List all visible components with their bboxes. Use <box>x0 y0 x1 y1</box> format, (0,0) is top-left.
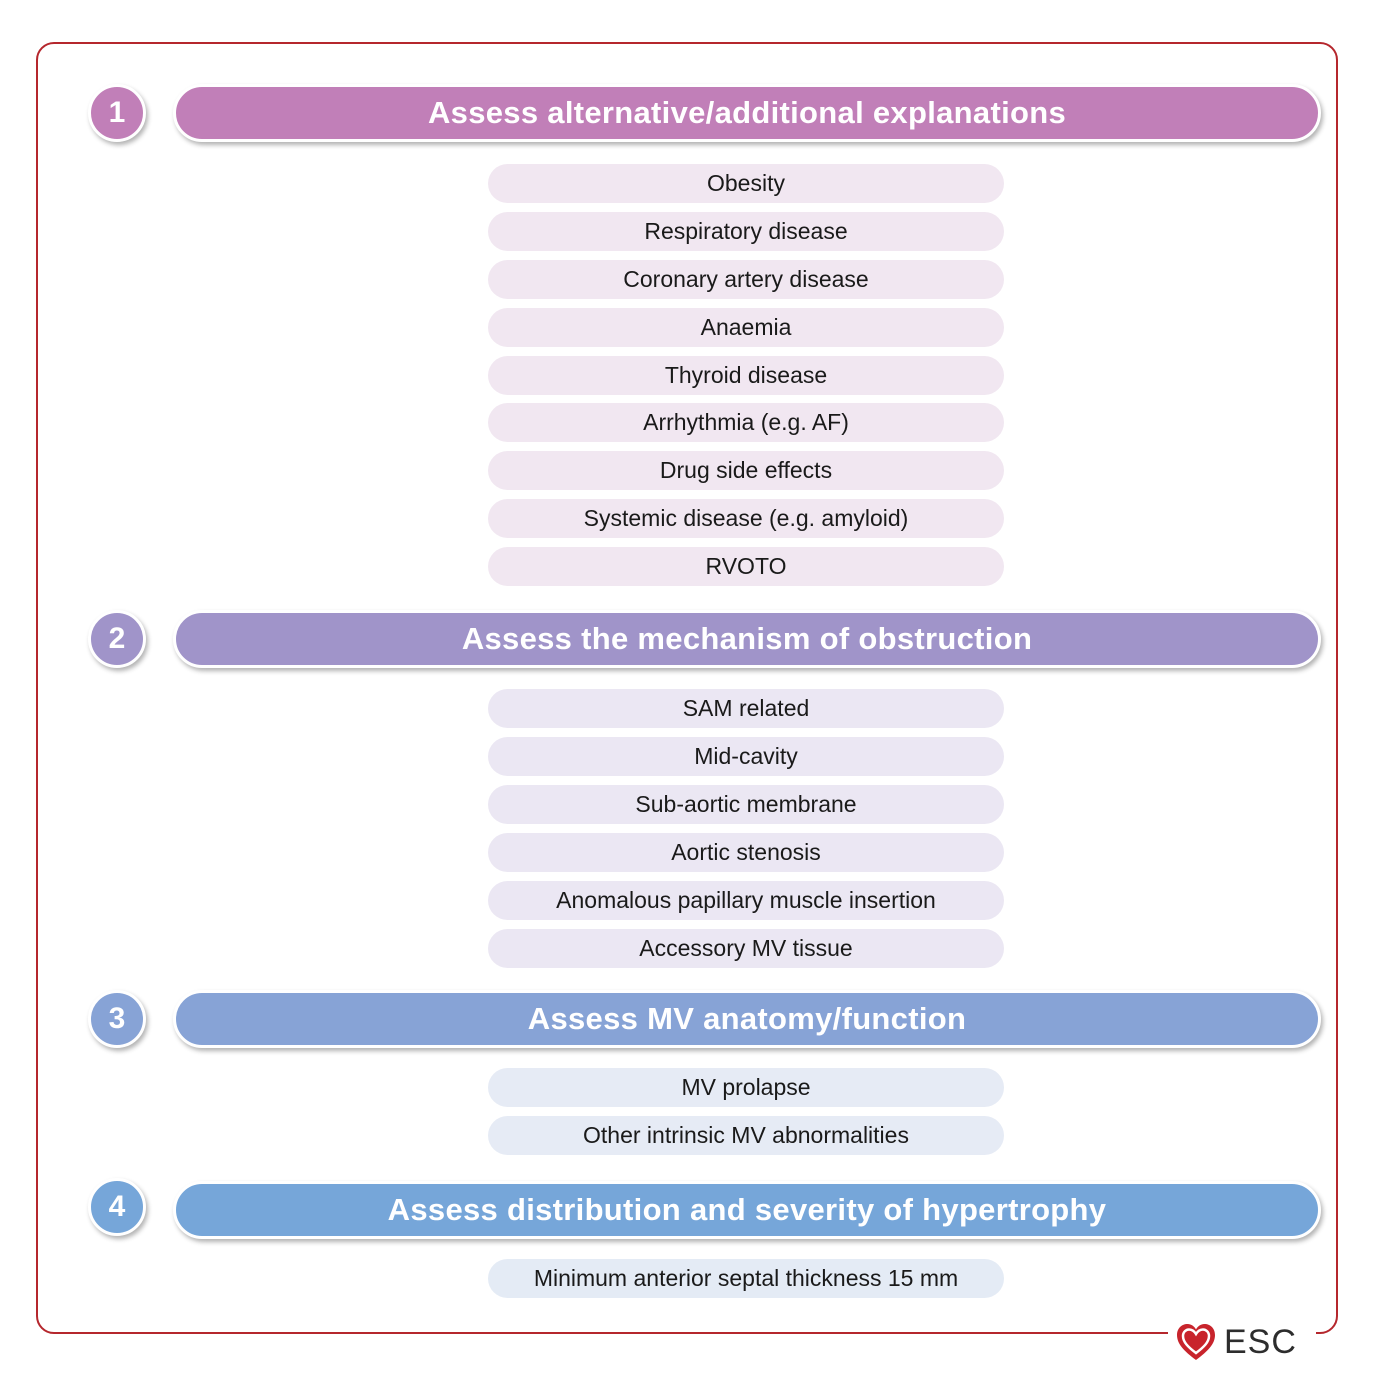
section-2-item: Aortic stenosis <box>488 833 1004 872</box>
section-1-item: Systemic disease (e.g. amyloid) <box>488 499 1004 538</box>
section-2-item: Sub-aortic membrane <box>488 785 1004 824</box>
section-3-number-badge: 3 <box>88 990 146 1048</box>
section-1-title: Assess alternative/additional explanatio… <box>173 84 1321 142</box>
esc-logo: ESC <box>1168 1318 1316 1366</box>
section-1-item: Drug side effects <box>488 451 1004 490</box>
section-1-item: Obesity <box>488 164 1004 203</box>
section-1-item: Anaemia <box>488 308 1004 347</box>
section-4-number-badge: 4 <box>88 1178 146 1236</box>
section-2-item: Accessory MV tissue <box>488 929 1004 968</box>
section-4-title: Assess distribution and severity of hype… <box>173 1181 1321 1239</box>
section-3-title: Assess MV anatomy/function <box>173 990 1321 1048</box>
section-1-item: Respiratory disease <box>488 212 1004 251</box>
diagram-frame <box>36 42 1338 1334</box>
section-2-number-badge: 2 <box>88 610 146 668</box>
section-3-item: Other intrinsic MV abnormalities <box>488 1116 1004 1155</box>
section-1-number-badge: 1 <box>88 84 146 142</box>
section-1-item: Thyroid disease <box>488 356 1004 395</box>
esc-logo-text: ESC <box>1224 1322 1297 1361</box>
section-2-item: SAM related <box>488 689 1004 728</box>
section-3-item: MV prolapse <box>488 1068 1004 1107</box>
heart-icon <box>1177 1324 1215 1360</box>
section-1-item: RVOTO <box>488 547 1004 586</box>
section-2-title: Assess the mechanism of obstruction <box>173 610 1321 668</box>
section-2-item: Mid-cavity <box>488 737 1004 776</box>
section-2-item: Anomalous papillary muscle insertion <box>488 881 1004 920</box>
section-1-item: Arrhythmia (e.g. AF) <box>488 403 1004 442</box>
section-4-item: Minimum anterior septal thickness 15 mm <box>488 1259 1004 1298</box>
section-1-item: Coronary artery disease <box>488 260 1004 299</box>
